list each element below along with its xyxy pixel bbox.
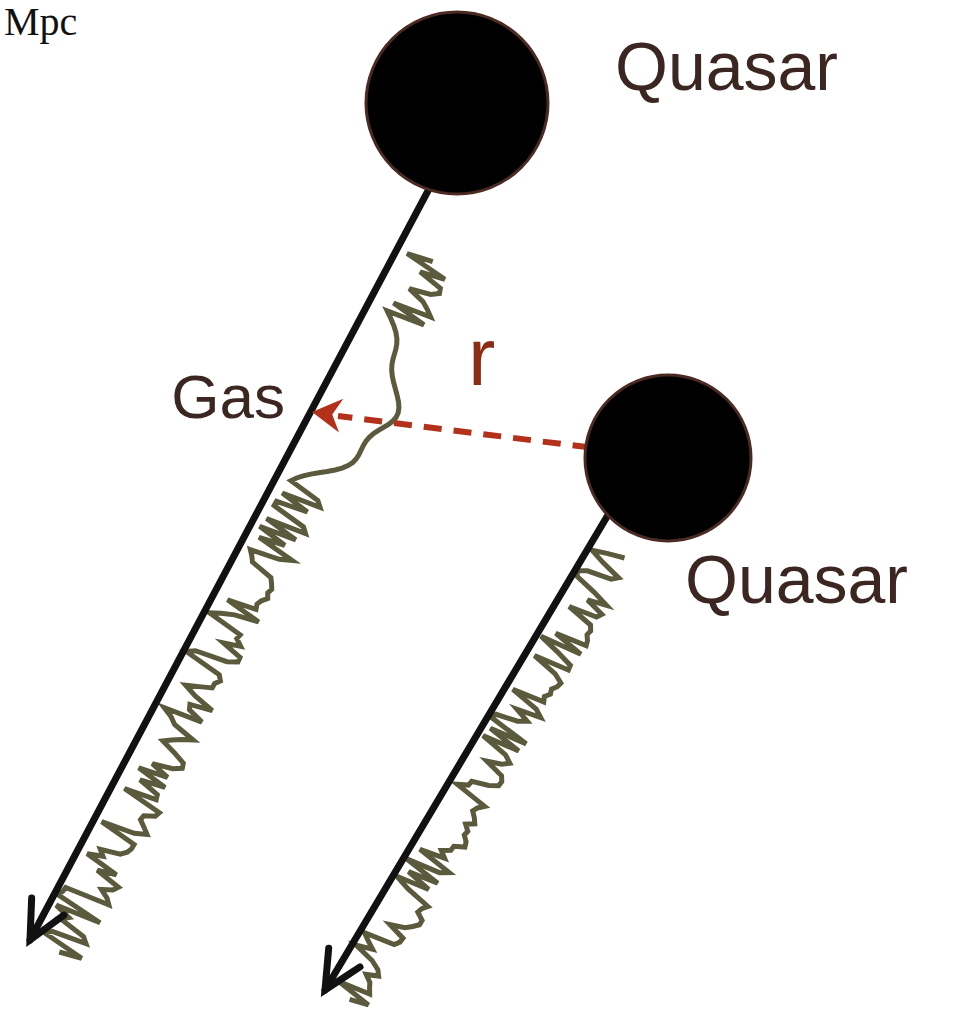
absorption-spectrum xyxy=(338,550,624,1005)
arrowhead xyxy=(325,948,360,990)
unit-label: Mpc xyxy=(4,2,77,42)
quasar-node: Quasar xyxy=(583,373,753,543)
arrowhead xyxy=(312,399,343,433)
sightline xyxy=(325,478,630,990)
quasar-label: Quasar xyxy=(615,32,838,100)
quasar-disc xyxy=(364,10,550,196)
quasar-node: Quasar xyxy=(364,10,550,196)
quasar-disc xyxy=(366,12,548,194)
quasar-label: Quasar xyxy=(685,545,908,613)
quasar-disc xyxy=(583,373,753,543)
absorption-spectrum xyxy=(45,254,445,959)
arrowhead xyxy=(30,898,64,940)
gas-label: Gas xyxy=(171,366,285,428)
sightline xyxy=(30,140,455,940)
quasar-disc xyxy=(585,375,751,541)
separation-label: r xyxy=(468,316,495,398)
